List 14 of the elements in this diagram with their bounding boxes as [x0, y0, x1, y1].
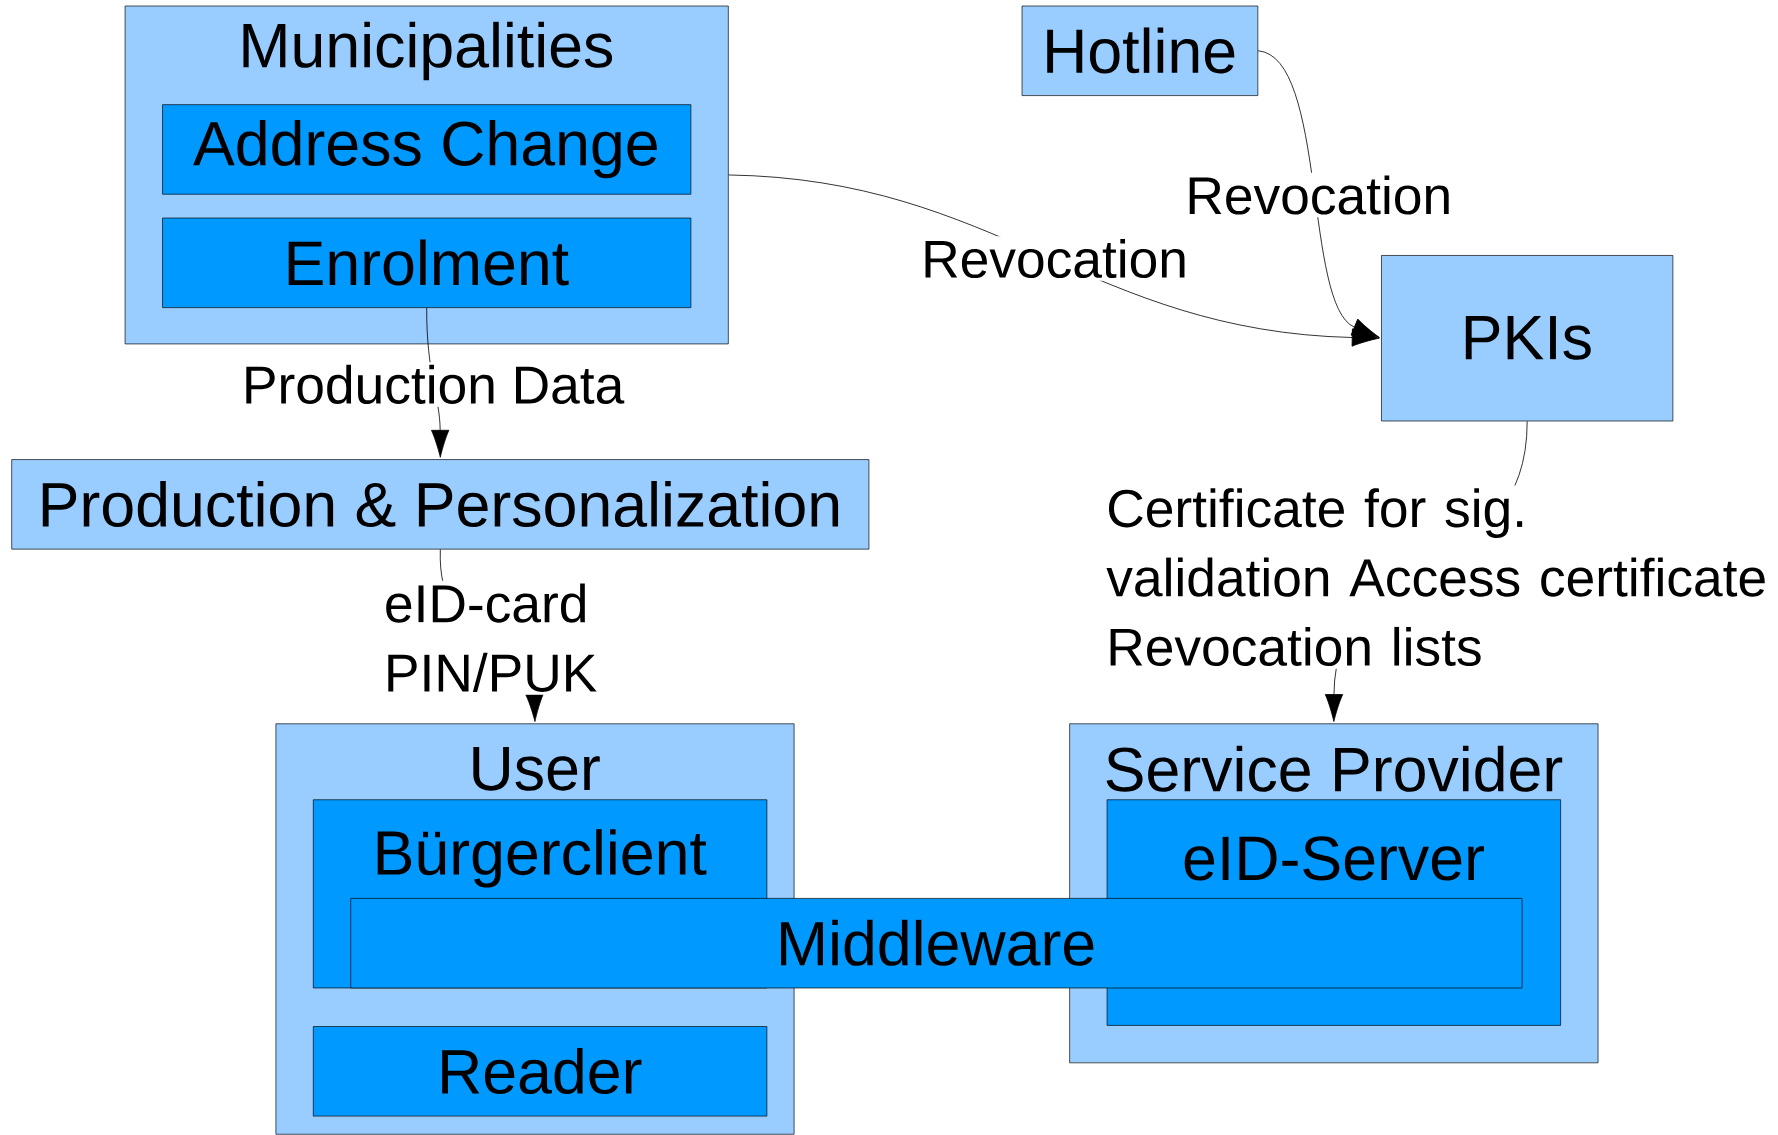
edge-label: Certificate for sig. validation Access certificate Revocation lists — [1103, 485, 1776, 669]
arrow — [426, 307, 450, 458]
process-box: Enrolment — [162, 217, 692, 308]
process-box: PKIs — [1381, 255, 1674, 422]
edge-label: Revocation — [918, 236, 1191, 281]
edge-label: Revocation — [1182, 172, 1455, 218]
process-box: Reader — [312, 1026, 768, 1117]
process-box: Middleware — [350, 898, 1523, 989]
arrow — [1257, 50, 1380, 338]
process-box: Production & Personalization — [11, 459, 870, 550]
edge-label: eID-card PIN/PUK — [381, 580, 607, 695]
edge-label: Production Data — [239, 362, 628, 407]
process-box: Address Change — [162, 104, 692, 195]
process-box: Hotline — [1021, 5, 1259, 96]
